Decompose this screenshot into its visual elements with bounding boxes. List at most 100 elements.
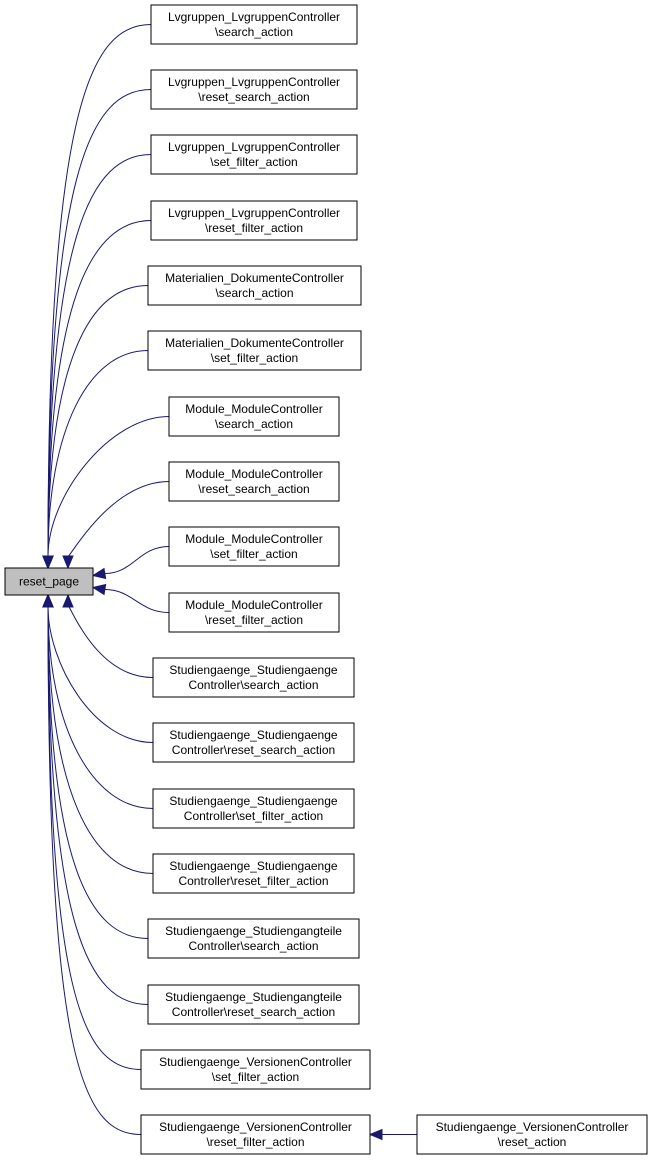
node-n4[interactable]: Lvgruppen_LvgruppenController\reset_filt… — [150, 200, 358, 241]
node-label-line: Controller\reset_search_action — [172, 743, 335, 757]
edge-line — [47, 606, 154, 874]
node-label-line: \set_filter_action — [210, 155, 297, 169]
edge-line — [47, 606, 142, 1070]
node-label-line: \search_action — [215, 417, 293, 431]
node-n3[interactable]: Lvgruppen_LvgruppenController\set_filter… — [150, 134, 358, 175]
edge-arrowhead — [91, 567, 107, 580]
node-box — [152, 657, 355, 698]
node-label-line: Module_ModuleController — [185, 467, 322, 481]
node-box — [152, 853, 355, 894]
node-label-line: Materialien_DokumenteController — [165, 336, 344, 350]
edge-line — [104, 546, 170, 574]
node-box — [150, 69, 358, 110]
node-n12[interactable]: Studiengaenge_StudiengaengeController\re… — [152, 722, 355, 763]
edge-arrowhead — [62, 555, 74, 570]
node-n11[interactable]: Studiengaenge_StudiengaengeController\se… — [152, 657, 355, 698]
node-n6[interactable]: Materialien_DokumenteController\set_filt… — [147, 330, 362, 371]
node-n5[interactable]: Materialien_DokumenteController\search_a… — [147, 265, 362, 306]
edge-arrowhead — [42, 593, 54, 608]
edge-arrowhead — [368, 1128, 383, 1141]
node-label-line: Controller\reset_filter_action — [178, 874, 328, 888]
node-box — [150, 200, 358, 241]
node-label-line: Studiengaenge_VersionenController — [436, 1120, 629, 1134]
node-box — [140, 1049, 371, 1090]
node-label-line: \set_filter_action — [210, 547, 297, 561]
edge-arrowhead — [62, 593, 74, 608]
node-label-line: Studiengaenge_Studiengaenge — [169, 728, 337, 742]
node-label-line: \reset_filter_action — [205, 613, 303, 627]
node-box — [147, 918, 360, 959]
node-label-line: \search_action — [215, 25, 293, 39]
edge-line — [67, 605, 154, 678]
node-n14[interactable]: Studiengaenge_StudiengaengeController\re… — [152, 853, 355, 894]
edge-line — [47, 89, 152, 557]
edge-line — [47, 350, 149, 557]
edge-line — [67, 481, 170, 557]
node-label-line: Studiengaenge_Studiengangteile — [165, 924, 342, 938]
edge-line — [47, 24, 152, 557]
edge-line — [47, 606, 149, 939]
node-label-line: \reset_filter_action — [206, 1135, 304, 1149]
node-label-line: Materialien_DokumenteController — [165, 271, 344, 285]
node-label-line: \search_action — [215, 286, 293, 300]
node-label-line: \set_filter_action — [212, 1070, 299, 1084]
edge-line — [104, 589, 170, 613]
node-reset-page[interactable]: reset_page — [4, 567, 94, 596]
node-n19[interactable]: Studiengaenge_VersionenController\reset_… — [416, 1114, 648, 1155]
node-box — [4, 567, 94, 596]
node-label-line: Studiengaenge_Studiengangteile — [165, 990, 342, 1004]
node-label-line: Lvgruppen_LvgruppenController — [168, 140, 340, 154]
edge-line — [47, 220, 152, 557]
node-n15[interactable]: Studiengaenge_StudiengangteileController… — [147, 918, 360, 959]
node-n1[interactable]: Lvgruppen_LvgruppenController\search_act… — [150, 4, 358, 45]
node-n17[interactable]: Studiengaenge_VersionenController\set_fi… — [140, 1049, 371, 1090]
node-box — [152, 722, 355, 763]
node-box — [168, 592, 340, 633]
node-box — [168, 526, 340, 567]
node-box — [147, 330, 362, 371]
edge-line — [47, 416, 170, 557]
node-box — [150, 134, 358, 175]
edge-line — [47, 606, 149, 1005]
node-label-line: Lvgruppen_LvgruppenController — [168, 10, 340, 24]
node-label-line: Studiengaenge_VersionenController — [159, 1055, 352, 1069]
node-label-line: Studiengaenge_Studiengaenge — [169, 794, 337, 808]
node-label-line: Module_ModuleController — [185, 402, 322, 416]
node-box — [168, 461, 340, 502]
node-label-line: Controller\search_action — [188, 678, 318, 692]
node-n7[interactable]: Module_ModuleController\search_action — [168, 396, 340, 437]
edges-layer — [42, 24, 417, 1141]
node-label-line: \set_filter_action — [211, 351, 298, 365]
edge-line — [47, 154, 152, 557]
node-label-line: Studiengaenge_VersionenController — [159, 1120, 352, 1134]
node-box — [140, 1114, 371, 1155]
nodes-layer: reset_pageLvgruppen_LvgruppenController\… — [4, 4, 648, 1155]
node-label-line: Studiengaenge_Studiengaenge — [169, 663, 337, 677]
node-label-line: \reset_filter_action — [205, 221, 303, 235]
edge-line — [47, 285, 149, 557]
node-label-line: \reset_action — [498, 1135, 567, 1149]
node-n2[interactable]: Lvgruppen_LvgruppenController\reset_sear… — [150, 69, 358, 110]
node-box — [147, 265, 362, 306]
node-label-line: \reset_search_action — [198, 482, 309, 496]
node-box — [150, 4, 358, 45]
node-n10[interactable]: Module_ModuleController\reset_filter_act… — [168, 592, 340, 633]
node-label-line: Module_ModuleController — [185, 532, 322, 546]
node-n13[interactable]: Studiengaenge_StudiengaengeController\se… — [152, 788, 355, 829]
node-n16[interactable]: Studiengaenge_StudiengangteileController… — [147, 984, 360, 1025]
edge-arrowhead — [42, 555, 54, 570]
node-box — [147, 984, 360, 1025]
node-n8[interactable]: Module_ModuleController\reset_search_act… — [168, 461, 340, 502]
node-label-line: reset_page — [19, 575, 79, 589]
node-label-line: Module_ModuleController — [185, 598, 322, 612]
node-n9[interactable]: Module_ModuleController\set_filter_actio… — [168, 526, 340, 567]
node-label-line: Lvgruppen_LvgruppenController — [168, 206, 340, 220]
node-label-line: Lvgruppen_LvgruppenController — [168, 75, 340, 89]
node-box — [168, 396, 340, 437]
edge-line — [47, 606, 142, 1135]
node-label-line: Studiengaenge_Studiengaenge — [169, 859, 337, 873]
node-n18[interactable]: Studiengaenge_VersionenController\reset_… — [140, 1114, 371, 1155]
node-label-line: Controller\reset_search_action — [172, 1005, 335, 1019]
edge-line — [47, 606, 154, 743]
node-label-line: Controller\search_action — [188, 939, 318, 953]
